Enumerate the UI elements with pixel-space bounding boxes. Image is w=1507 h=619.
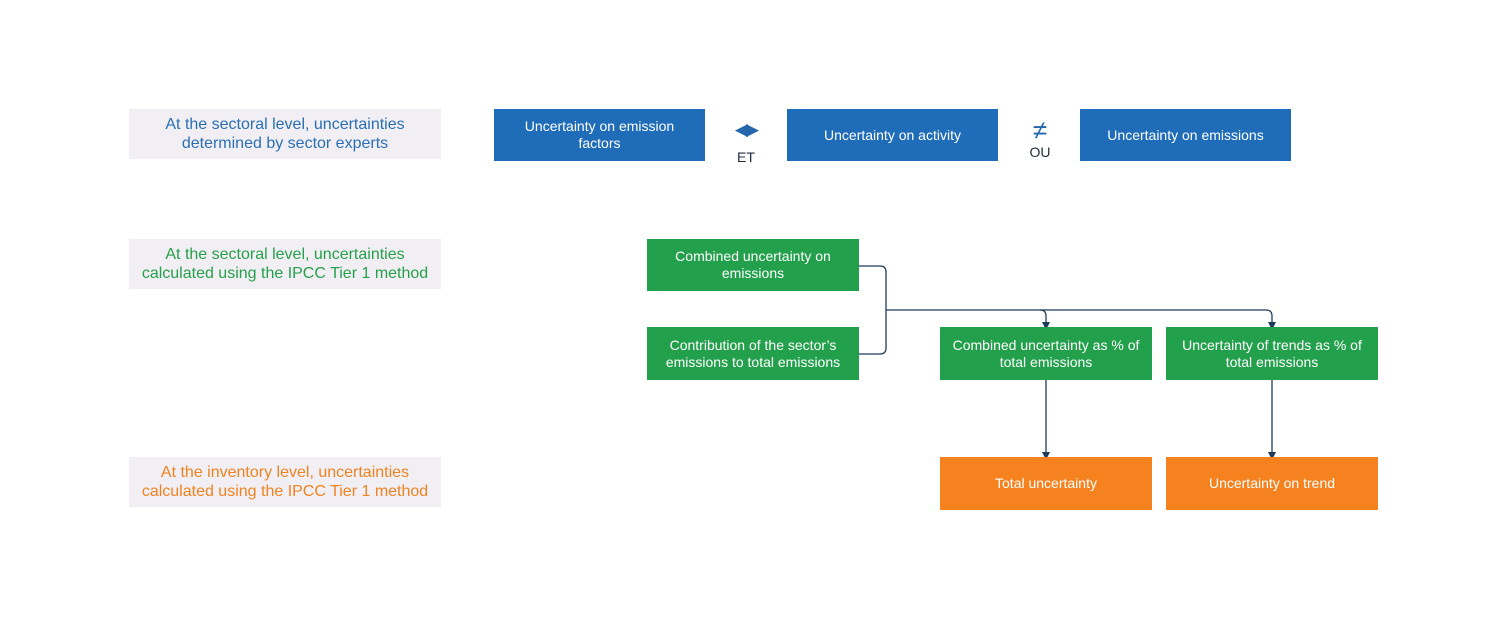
- trends-percent-box: Uncertainty of trends as % of total emis…: [1166, 327, 1378, 380]
- combined-percent-box: Combined uncertainty as % of total emiss…: [940, 327, 1152, 380]
- et-operator: ◀▶ ET: [725, 118, 767, 165]
- activity-box: Uncertainty on activity: [787, 109, 998, 161]
- total-uncertainty-box: Total uncertainty: [940, 457, 1152, 510]
- contribution-box: Contribution of the sector’s emissions t…: [647, 327, 859, 380]
- combined-emissions-box: Combined uncertainty on emissions: [647, 239, 859, 291]
- emissions-box: Uncertainty on emissions: [1080, 109, 1291, 161]
- ou-caption: OU: [1029, 144, 1051, 160]
- row-label-expert: At the sectoral level, uncertainties det…: [129, 109, 441, 159]
- double-arrow-icon: ◀▶: [734, 120, 759, 139]
- et-caption: ET: [737, 149, 755, 165]
- row-label-tier1-inventory: At the inventory level, uncertainties ca…: [129, 457, 441, 507]
- uncertainty-trend-box: Uncertainty on trend: [1166, 457, 1378, 510]
- not-equal-icon: ≠: [1032, 115, 1048, 145]
- emission-factors-box: Uncertainty on emission factors: [494, 109, 705, 161]
- connector-combined-emissions: [859, 265, 887, 310]
- connector-contribution: [859, 310, 887, 355]
- ou-operator: ≠ OU: [1019, 115, 1061, 160]
- row-label-tier1-sector: At the sectoral level, uncertainties cal…: [129, 239, 441, 289]
- connector-to-combined-percent: [886, 309, 1050, 330]
- connector-to-trends-percent: [1040, 309, 1276, 330]
